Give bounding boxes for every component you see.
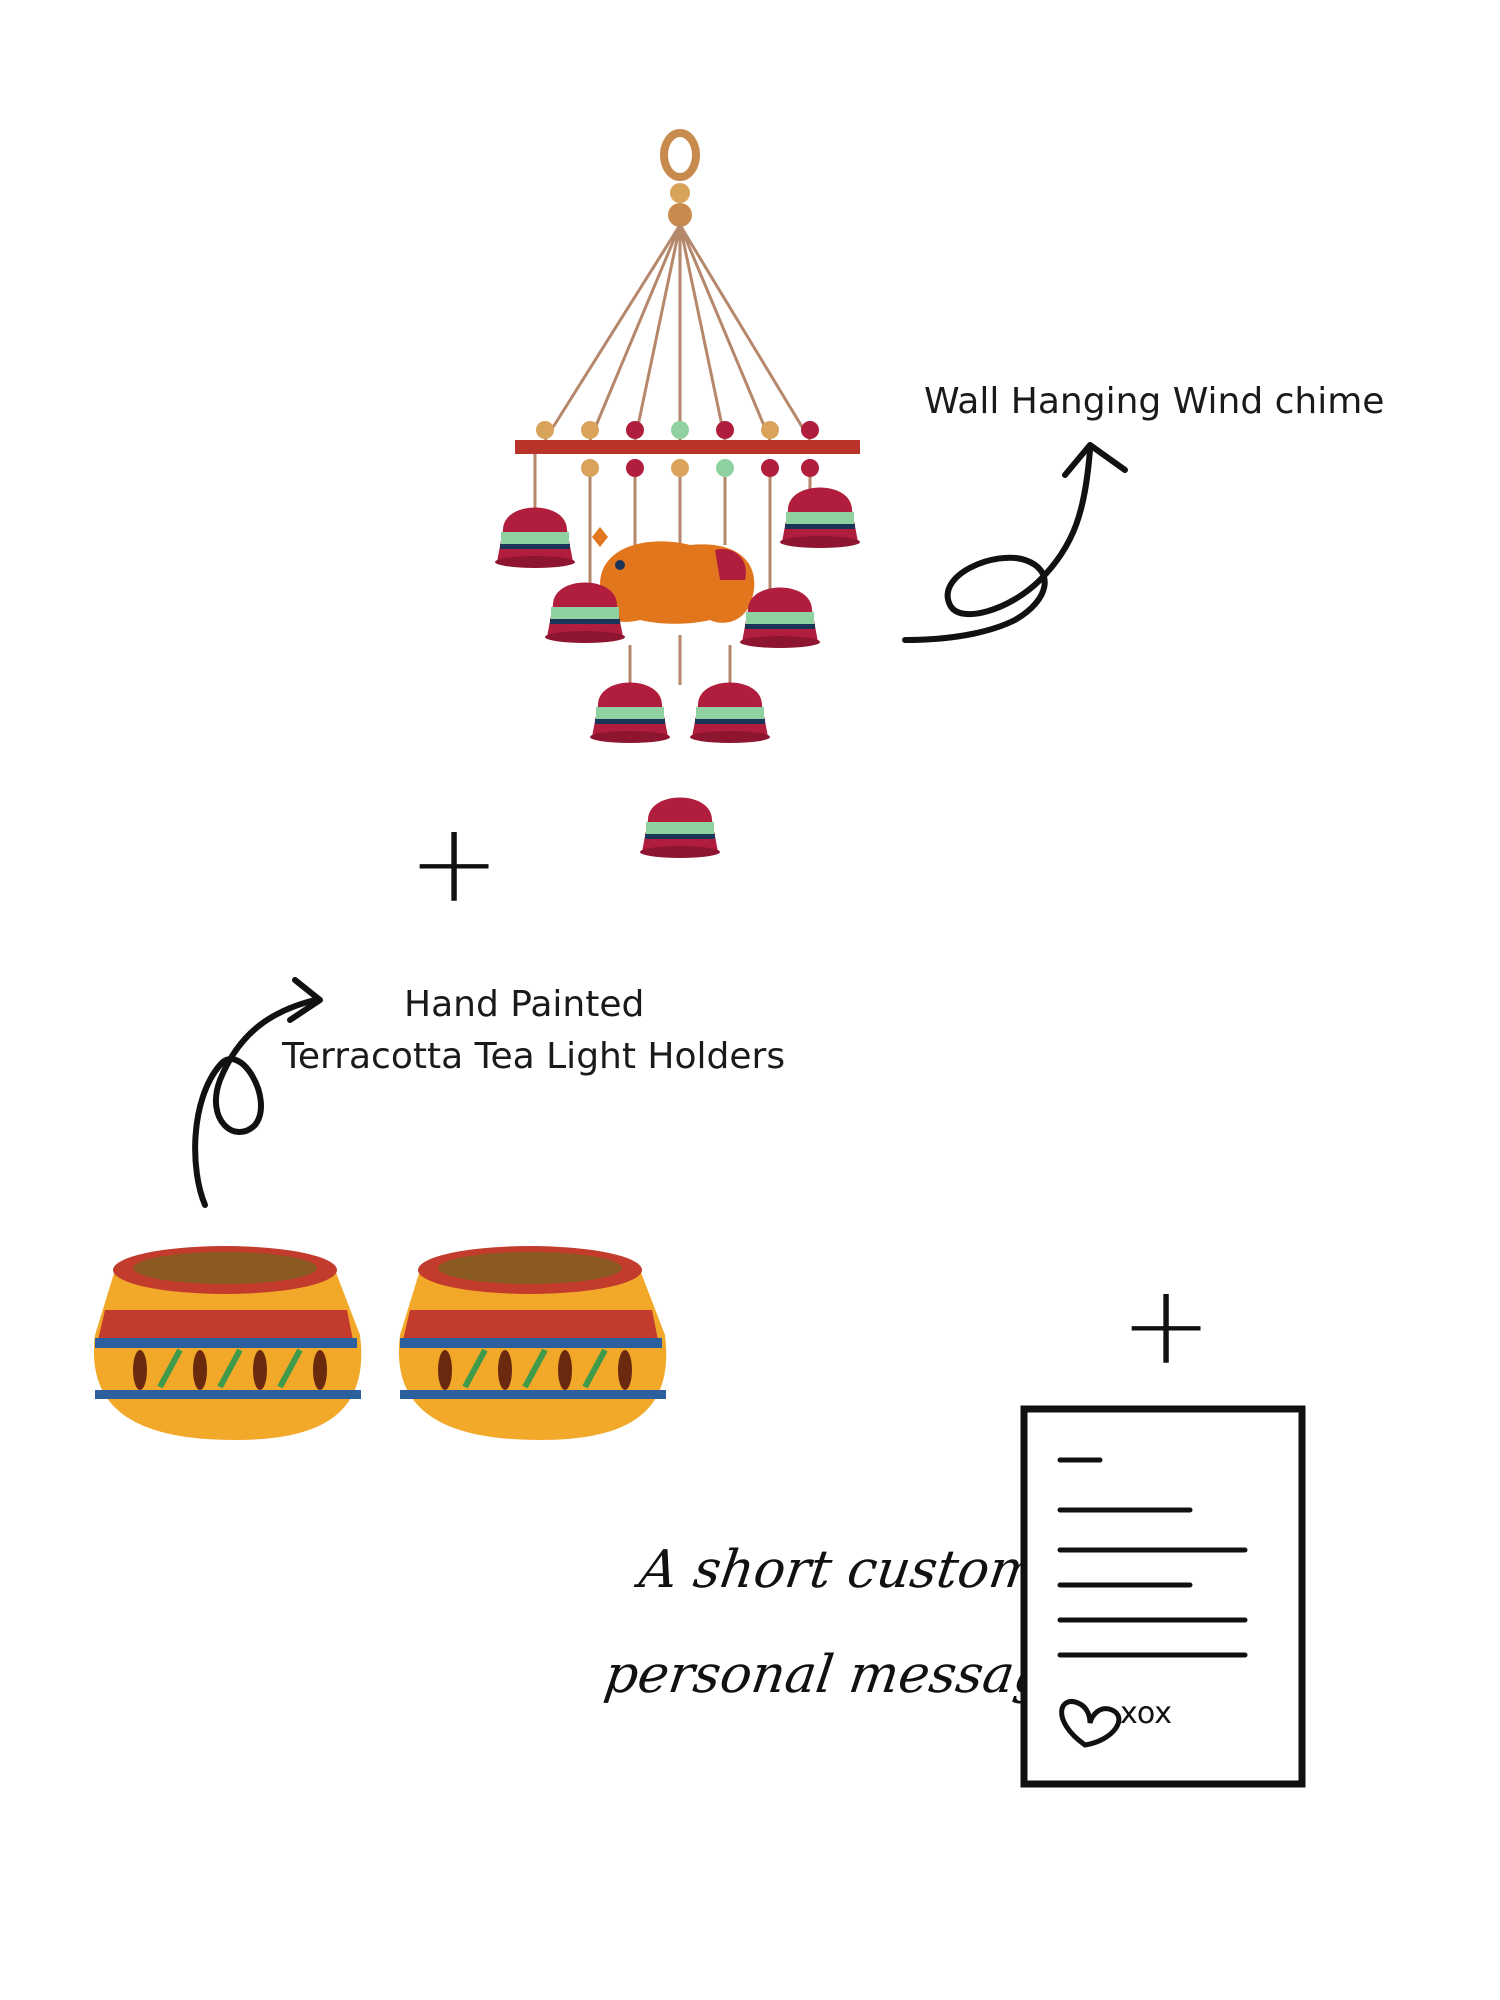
plus-icon: + — [408, 799, 501, 927]
message-line1: A short custom — [635, 1540, 1043, 1600]
tea-light-label-line1: Hand Painted — [404, 984, 645, 1025]
message-card-icon: xox — [1020, 1405, 1306, 1788]
message-line2: personal message — [600, 1645, 1083, 1705]
wind-chime-image — [495, 129, 860, 858]
plus-icon: + — [1120, 1261, 1213, 1389]
heart-icon — [1059, 1699, 1122, 1748]
wind-chime-label: Wall Hanging Wind chime — [924, 381, 1385, 422]
card-signoff: xox — [1120, 1696, 1172, 1731]
tea-light-holders-image — [93, 1246, 667, 1440]
curly-arrow-icon — [192, 977, 323, 1208]
curly-arrow-icon — [902, 442, 1128, 643]
tea-light-holder-right — [398, 1246, 667, 1440]
tea-light-label-line2: Terracotta Tea Light Holders — [282, 1036, 786, 1077]
tea-light-holder-left — [93, 1246, 362, 1440]
